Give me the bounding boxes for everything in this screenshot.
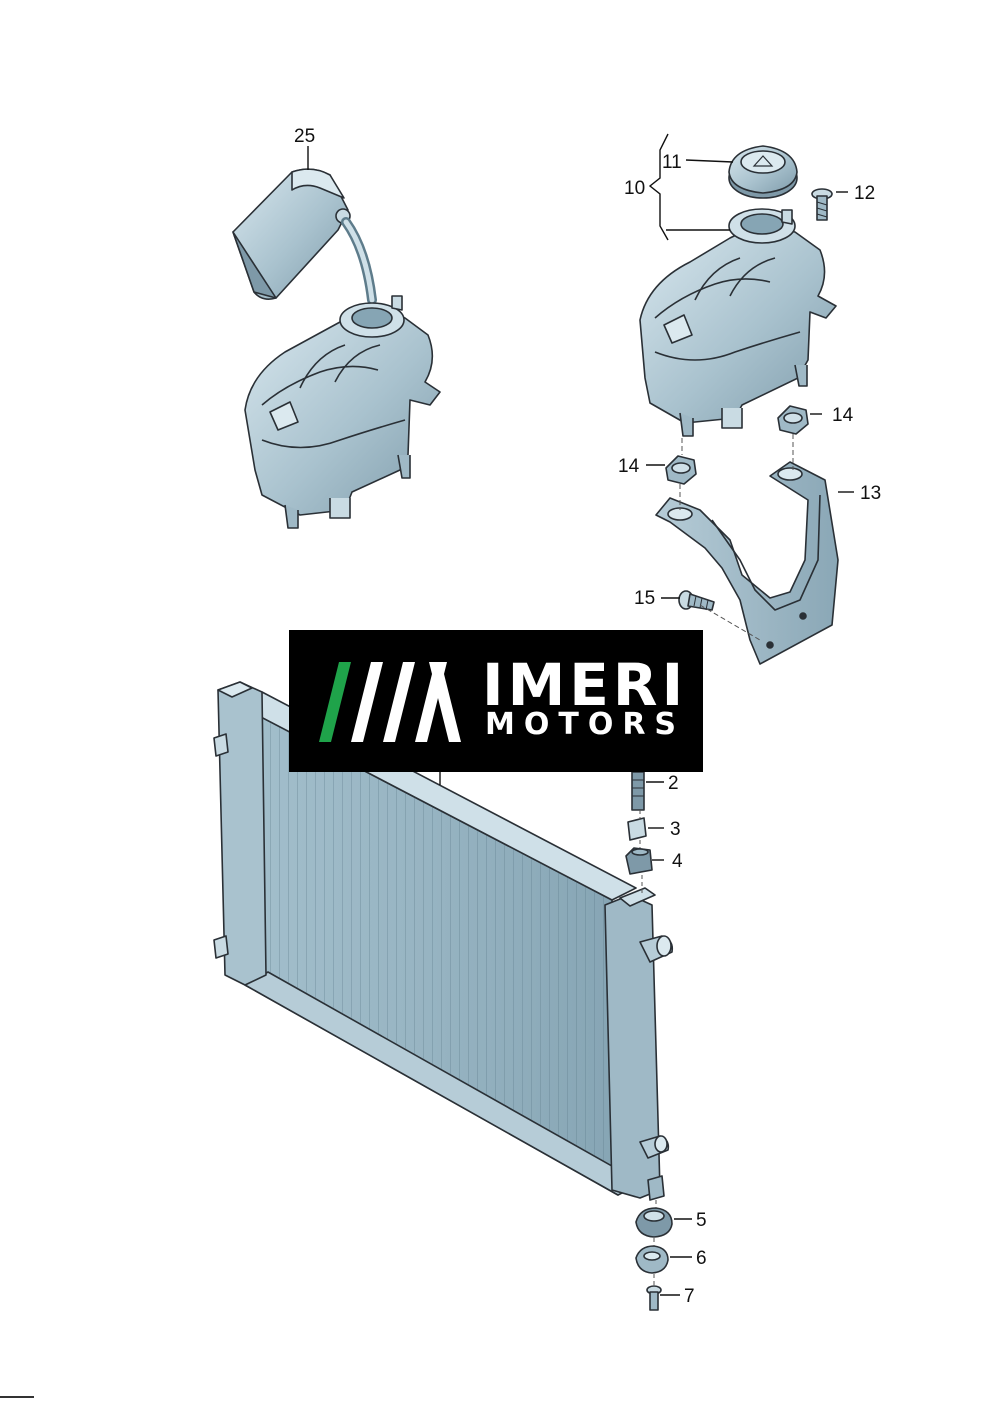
washer-6 — [635, 1245, 669, 1274]
coolant-bottle — [232, 168, 377, 305]
bolt-15 — [678, 590, 715, 611]
mounting-bracket — [655, 461, 839, 665]
callout-15: 15 — [634, 588, 655, 609]
brand-logo-box — [289, 630, 703, 772]
rubber-mount-5 — [635, 1207, 673, 1238]
expansion-tank-left — [244, 295, 441, 529]
bolt-7 — [646, 1285, 662, 1311]
expansion-tank-right — [639, 208, 837, 437]
bushing-3 — [627, 817, 647, 841]
rubber-mount-4 — [625, 847, 653, 875]
callout-6: 6 — [696, 1248, 707, 1269]
tank-cap — [728, 145, 798, 199]
brand-subtitle: MOTORS — [485, 707, 686, 742]
callout-4: 4 — [672, 851, 683, 872]
callout-11: 11 — [662, 152, 682, 173]
screw-12 — [811, 188, 833, 221]
callout-labels: 25 10 11 12 14 14 13 15 2 3 4 5 6 7 — [294, 126, 881, 1307]
brand-logo-mark — [319, 662, 461, 742]
leader-lines — [307, 133, 854, 1296]
callout-12: 12 — [854, 183, 875, 204]
callout-3: 3 — [670, 819, 681, 840]
callout-5: 5 — [696, 1210, 707, 1231]
callout-2: 2 — [668, 773, 679, 794]
pin-2 — [631, 771, 645, 811]
page-footer-rule — [0, 1396, 34, 1398]
callout-25: 25 — [294, 126, 315, 147]
callout-13: 13 — [860, 483, 881, 504]
brand-name: IMERI — [482, 651, 688, 719]
callout-10: 10 — [624, 178, 645, 199]
grommet-14-right — [777, 405, 809, 435]
callout-14-left: 14 — [618, 456, 640, 477]
callout-14-right: 14 — [832, 405, 854, 426]
grommet-14-left — [665, 455, 697, 485]
callout-7: 7 — [684, 1286, 695, 1307]
